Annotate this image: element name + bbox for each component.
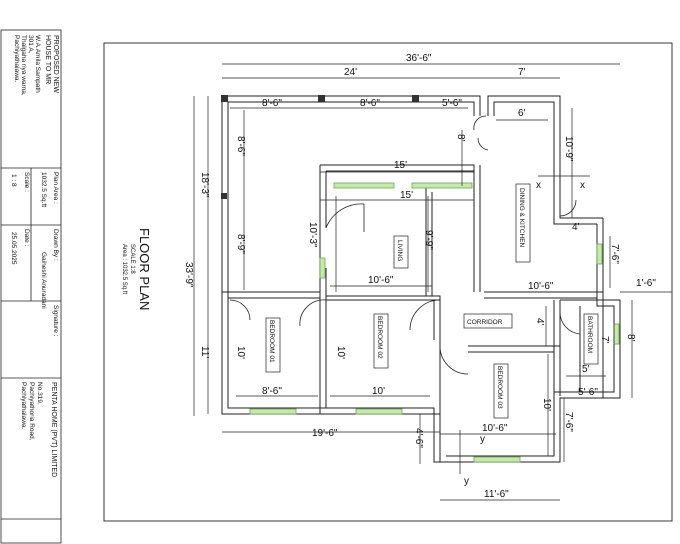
- dim-15-b: 15': [400, 190, 413, 201]
- dim-15-a: 15': [394, 160, 407, 171]
- owner-line-2: 301 A,: [27, 35, 34, 54]
- dim-8-6-c: 8'-6": [262, 386, 282, 397]
- dim-7-6-b: 7'-6": [563, 412, 574, 432]
- dim-11-6: 11'-6": [484, 489, 509, 500]
- section-marker-y-1: y: [480, 434, 485, 445]
- doors: [229, 115, 581, 375]
- dim-left-2: 8'-9": [235, 234, 246, 254]
- dim-24: 24': [344, 67, 357, 78]
- dim-7-bath: 7': [599, 336, 610, 344]
- dim-top-3: 5'-6": [442, 98, 462, 109]
- dimension-lines: [193, 63, 672, 501]
- dim-10-bed2: 10': [335, 346, 346, 359]
- dim-5: 5': [582, 364, 590, 375]
- dim-top-2: 8'-6": [360, 98, 380, 109]
- dim-10-9: 10'-9": [563, 136, 574, 162]
- dim-7: 7': [518, 67, 526, 78]
- company-address-1: No.319,: [36, 382, 43, 405]
- room-bedroom-2: BEDROOM 02: [376, 316, 383, 359]
- plan-scale: SCALE 1:8: [129, 244, 135, 274]
- plan-area-value: 1032.5 Sq.ft: [40, 172, 47, 207]
- dim-10-bed2-w: 10': [372, 386, 385, 397]
- dim-8-b: 8': [625, 334, 636, 342]
- dim-4: 4': [572, 222, 580, 233]
- dim-8: 8': [455, 134, 466, 142]
- owner-line-4: Pachiyathalawa.: [13, 35, 20, 83]
- section-marker-y-2: y: [464, 476, 469, 487]
- plan-title: FLOOR PLAN: [137, 228, 152, 310]
- dim-10-6-a: 10'-6": [368, 275, 394, 286]
- dim-11: 11': [199, 346, 210, 358]
- project-line-2: HOUSE TO MR: [44, 35, 51, 84]
- plan-area-label: Plan Area :: [52, 172, 59, 204]
- columns: [221, 95, 419, 199]
- dimension-labels: 36'-6" 24' 7' 8'-6" 8'-6" 5'-6" 6' 8'-6"…: [183, 53, 656, 500]
- dim-18-3: 18'-3": [199, 172, 210, 198]
- room-bedroom-1: BEDROOM 01: [268, 320, 275, 363]
- dim-19-6: 19'-6": [312, 428, 338, 439]
- company-name: PENTA HOME (PVT) LIMITED: [50, 382, 57, 477]
- owner-line-3: Thalgaha riya warna,: [20, 35, 27, 96]
- room-bedroom-3: BEDROOM 03: [496, 366, 503, 409]
- section-marker-x-1: x: [536, 180, 541, 191]
- windows: [249, 182, 620, 463]
- dim-overall-width: 36'-6": [406, 53, 432, 64]
- dim-10-6-b: 10'-6": [528, 281, 554, 292]
- dim-4-corridor: 4': [534, 318, 545, 326]
- title-block: [0, 29, 62, 544]
- date-label: Date :: [23, 229, 30, 247]
- company-address-3: Pachiyathalawa.: [20, 382, 27, 430]
- title-block-text: PROPOSED NEW HOUSE TO MR W.A.Amila Sampa…: [10, 35, 59, 477]
- dim-top-1: 8'-6": [262, 98, 282, 109]
- project-line-1: PROPOSED NEW: [52, 35, 59, 93]
- dim-left-1: 8'-6": [235, 136, 246, 156]
- drawn-by-value: Gaiheshi Anuradani: [40, 252, 47, 309]
- company-address-2: Pachiyathoria Road,: [28, 382, 35, 441]
- room-dining: DINING & KITCHEN: [518, 188, 525, 248]
- signature-label: Signature :: [52, 305, 59, 337]
- dim-1-6: 1'-6": [636, 278, 656, 289]
- scale-value: 1 : 8: [10, 174, 17, 187]
- dim-10-bed3: 10': [541, 398, 552, 411]
- scale-label: Scale :: [23, 172, 30, 192]
- dim-7-6-a: 7'-6": [609, 244, 620, 264]
- dim-10-3: 10'-3": [307, 222, 318, 248]
- room-label-boxes: [265, 183, 599, 419]
- room-bathroom: BATHROOM: [586, 316, 593, 353]
- room-corridor: CORRIDOR: [467, 319, 503, 326]
- room-living: LIVING: [396, 240, 403, 261]
- walls: [221, 95, 621, 463]
- dim-9-9: 9'-9": [423, 230, 434, 250]
- dim-6: 6': [518, 108, 526, 119]
- dim-10-6-c: 10'-6": [482, 423, 508, 434]
- plan-area: Area : 1032.5 Sq.ft: [121, 244, 127, 294]
- drawn-by-label: Drawn By :: [52, 229, 59, 261]
- owner-line-1: W.A.Amila Sampath: [34, 35, 41, 93]
- date-value: 25.05.2025: [10, 232, 17, 265]
- dim-33-9: 33'-9": [183, 262, 194, 288]
- dim-10-bed1: 10': [235, 346, 246, 359]
- dim-4-6: 4'-6": [413, 428, 424, 448]
- room-labels: DINING & KITCHEN LIVING CORRIDOR BATHROO…: [268, 188, 593, 409]
- dim-5-6: 5'-6": [578, 387, 598, 398]
- section-marker-x-2: x: [580, 180, 585, 191]
- drawing-border: [103, 42, 673, 522]
